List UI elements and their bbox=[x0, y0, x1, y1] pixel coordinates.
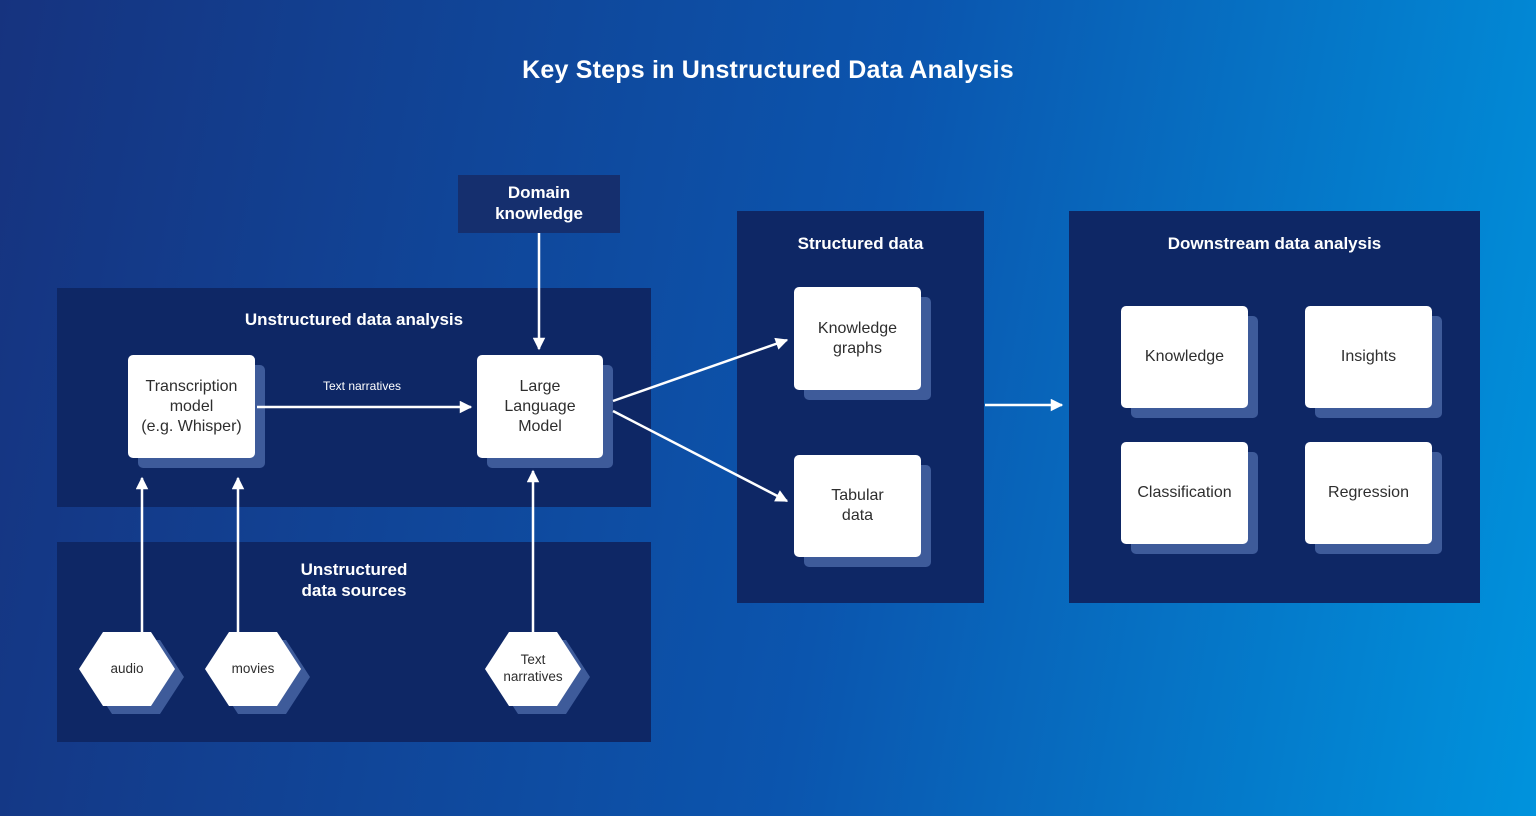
movies-hexagon: movies bbox=[205, 632, 310, 714]
unstructured-data-sources-panel: Unstructured data sources audio movies T… bbox=[57, 542, 651, 742]
unstructured-data-analysis-panel: Unstructured data analysis Transcription… bbox=[57, 288, 651, 507]
structured-data-heading: Structured data bbox=[797, 234, 924, 253]
insights-card: Insights bbox=[1305, 306, 1432, 408]
tabular-data-card: Tabular data bbox=[794, 455, 921, 557]
knowledge-card: Knowledge bbox=[1121, 306, 1248, 408]
unstructured-data-sources-heading: Unstructured data sources bbox=[300, 560, 408, 601]
domain-knowledge-box: Domain knowledge bbox=[458, 175, 620, 233]
large-language-model-card: Large Language Model bbox=[477, 355, 603, 458]
unstructured-data-analysis-heading: Unstructured data analysis bbox=[244, 310, 464, 329]
regression-card: Regression bbox=[1305, 442, 1432, 544]
knowledge-graphs-card: Knowledge graphs bbox=[794, 287, 921, 390]
text-narratives-hexagon: Text narratives bbox=[485, 632, 590, 714]
text-narratives-arrow-label: Text narratives bbox=[322, 379, 402, 393]
downstream-data-analysis-heading: Downstream data analysis bbox=[1167, 234, 1382, 253]
downstream-data-analysis-panel: Downstream data analysis Knowledge Insig… bbox=[1069, 211, 1480, 603]
classification-card: Classification bbox=[1121, 442, 1248, 544]
structured-data-panel: Structured data Knowledge graphs Tabular… bbox=[737, 211, 984, 603]
transcription-model-card: Transcription model (e.g. Whisper) bbox=[128, 355, 255, 458]
page-title: Key Steps in Unstructured Data Analysis bbox=[522, 56, 1014, 84]
audio-hexagon: audio bbox=[79, 632, 184, 714]
